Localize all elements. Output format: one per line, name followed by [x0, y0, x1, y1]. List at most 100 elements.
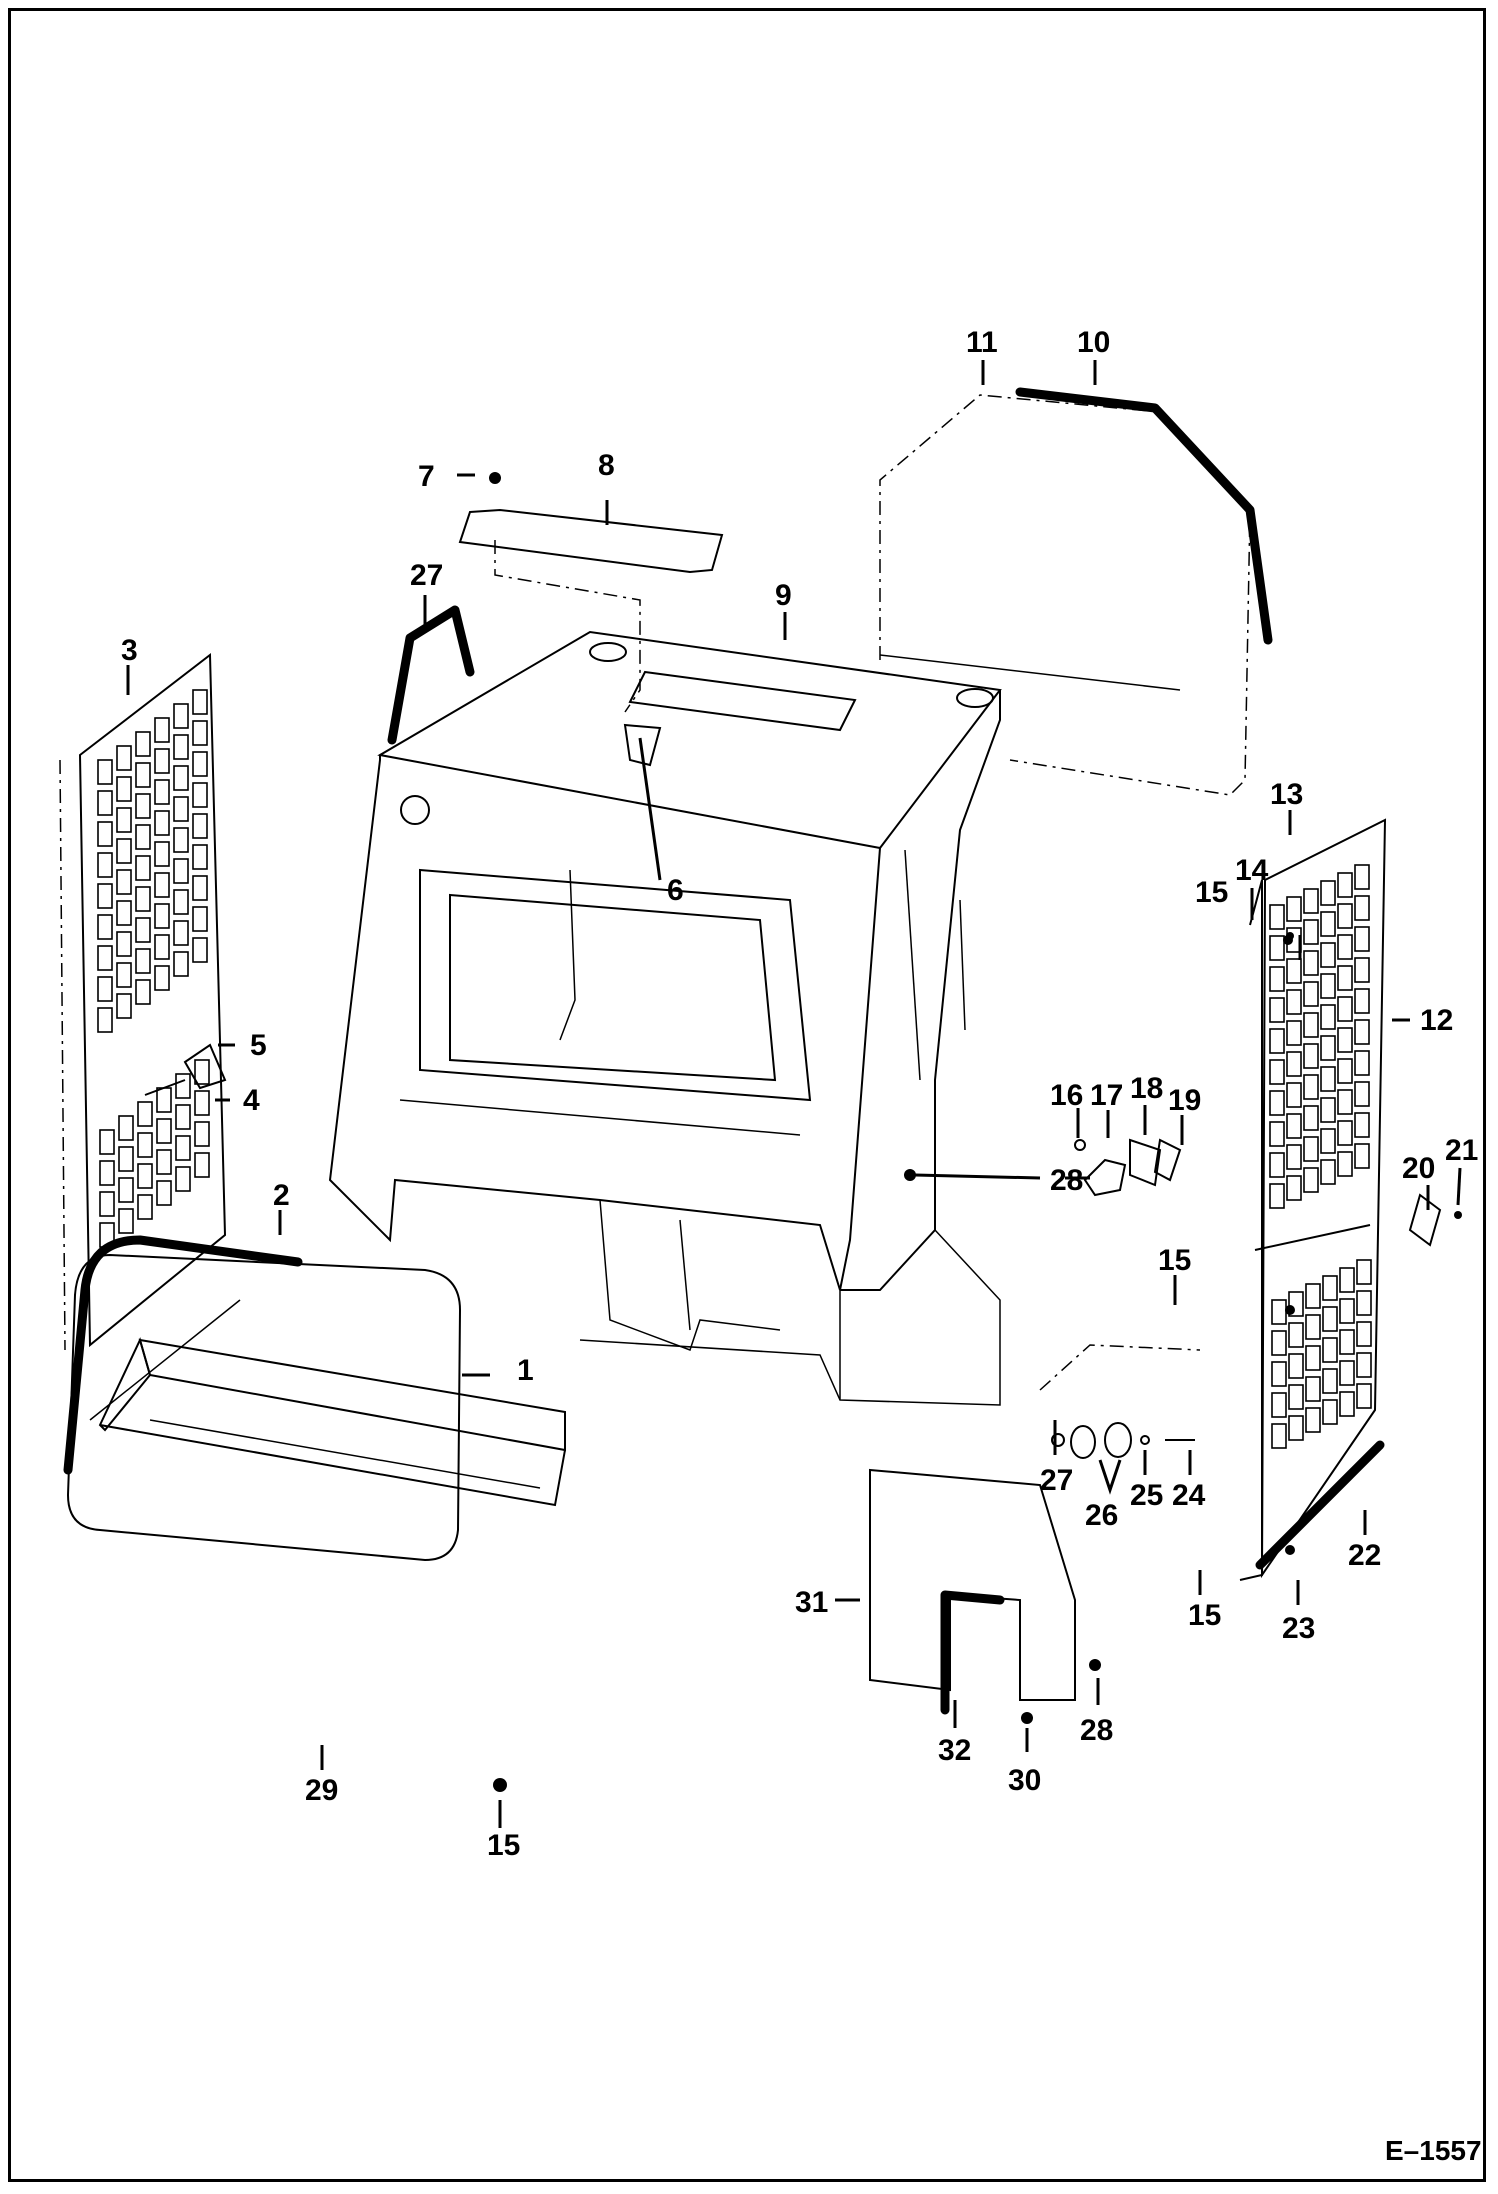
grill-slot — [1303, 1136, 1319, 1162]
grill-slot — [1339, 1391, 1355, 1417]
access-cover — [869, 1468, 1076, 1701]
grill-slot — [156, 1087, 172, 1113]
grill-slot — [1286, 1144, 1302, 1170]
grill-slot — [137, 1163, 153, 1189]
grill-slot — [1322, 1275, 1338, 1301]
callout-15-bottom: 15 — [487, 1829, 520, 1862]
callout-15-upper: 15 — [1195, 876, 1228, 909]
grill-slot — [154, 779, 170, 805]
grill-slot — [1286, 1175, 1302, 1201]
grill-slot — [192, 720, 208, 746]
grill-slot — [1320, 973, 1336, 999]
grill-slot — [135, 731, 151, 757]
grill-slot — [97, 821, 113, 847]
grill-slot — [192, 937, 208, 963]
grill-slot — [1354, 1019, 1370, 1045]
grill-slot — [1305, 1345, 1321, 1371]
callout-3: 3 — [121, 634, 138, 667]
grill-slot — [154, 841, 170, 867]
grill-slot — [1322, 1337, 1338, 1363]
grill-slot — [1322, 1399, 1338, 1425]
grill-slot — [1303, 1012, 1319, 1038]
grill-slot — [1337, 1120, 1353, 1146]
grill-slot — [137, 1132, 153, 1158]
grill-slot — [1356, 1321, 1372, 1347]
grill-slot — [175, 1104, 191, 1130]
callout-12: 12 — [1420, 1004, 1453, 1037]
grill-slot — [1356, 1259, 1372, 1285]
grill-slot — [1303, 888, 1319, 914]
grill-slot — [1288, 1353, 1304, 1379]
grill-slot — [1303, 950, 1319, 976]
grill-slot — [1354, 1050, 1370, 1076]
callout-31: 31 — [795, 1586, 828, 1619]
callout-8: 8 — [598, 449, 615, 482]
grill-slot — [97, 759, 113, 785]
callout-15-lower: 15 — [1188, 1599, 1221, 1632]
grill-slot — [1269, 1183, 1285, 1209]
grill-slot — [1320, 942, 1336, 968]
front-window — [66, 1253, 462, 1562]
grill-slot — [97, 1007, 113, 1033]
callout-29: 29 — [305, 1774, 338, 1807]
grill-slot — [1286, 1020, 1302, 1046]
grill-slot — [1354, 1081, 1370, 1107]
callout-2: 2 — [273, 1179, 290, 1212]
grill-slot — [1354, 1112, 1370, 1138]
grill-slot — [192, 813, 208, 839]
grill-slot — [135, 762, 151, 788]
grill-slot — [135, 948, 151, 974]
grill-slot — [194, 1059, 210, 1085]
grill-slot — [1269, 1152, 1285, 1178]
callout-4: 4 — [243, 1084, 260, 1117]
grill-slot — [1320, 1159, 1336, 1185]
callout-32: 32 — [938, 1734, 971, 1767]
grill-slot — [173, 889, 189, 915]
grill-slot — [1337, 965, 1353, 991]
grill-slot — [192, 875, 208, 901]
callout-7: 7 — [418, 460, 435, 493]
hardware-fasteners — [144, 472, 1462, 1792]
grill-slot — [1288, 1291, 1304, 1317]
grill-slot — [192, 844, 208, 870]
grill-slot — [1339, 1329, 1355, 1355]
grill-slot — [173, 858, 189, 884]
grill-slot — [1337, 1089, 1353, 1115]
grill-slot — [173, 765, 189, 791]
grab-handle — [387, 605, 475, 745]
grill-slot — [97, 852, 113, 878]
grill-slot — [1286, 1051, 1302, 1077]
callout-16: 16 — [1050, 1079, 1083, 1112]
grill-slot — [1354, 957, 1370, 983]
grill-slot — [1320, 1066, 1336, 1092]
callout-22: 22 — [1348, 1539, 1381, 1572]
grill-slot — [1286, 1082, 1302, 1108]
grill-slot — [1337, 1027, 1353, 1053]
grill-slot — [135, 855, 151, 881]
grill-slot — [175, 1166, 191, 1192]
grill-slot — [1286, 958, 1302, 984]
grill-slot — [1269, 1059, 1285, 1085]
grill-slot — [116, 931, 132, 957]
grill-slot — [1271, 1361, 1287, 1387]
grill-slot — [1286, 896, 1302, 922]
grill-slot — [1303, 981, 1319, 1007]
grill-slot — [1354, 864, 1370, 890]
grill-slot — [1356, 1290, 1372, 1316]
grill-slot — [1303, 1105, 1319, 1131]
grill-slot — [97, 945, 113, 971]
callout-25: 25 — [1130, 1479, 1163, 1512]
grill-slot — [1337, 872, 1353, 898]
grill-slot — [135, 917, 151, 943]
grill-slot — [154, 810, 170, 836]
grill-slot — [1286, 989, 1302, 1015]
grill-slot — [192, 751, 208, 777]
grill-slot — [173, 920, 189, 946]
grill-slot — [1269, 997, 1285, 1023]
grill-slot — [192, 689, 208, 715]
grill-slot — [116, 900, 132, 926]
callout-27-lower: 27 — [1040, 1464, 1073, 1497]
grill-slot — [135, 793, 151, 819]
callout-18: 18 — [1130, 1072, 1163, 1105]
callout-1: 1 — [517, 1354, 534, 1387]
